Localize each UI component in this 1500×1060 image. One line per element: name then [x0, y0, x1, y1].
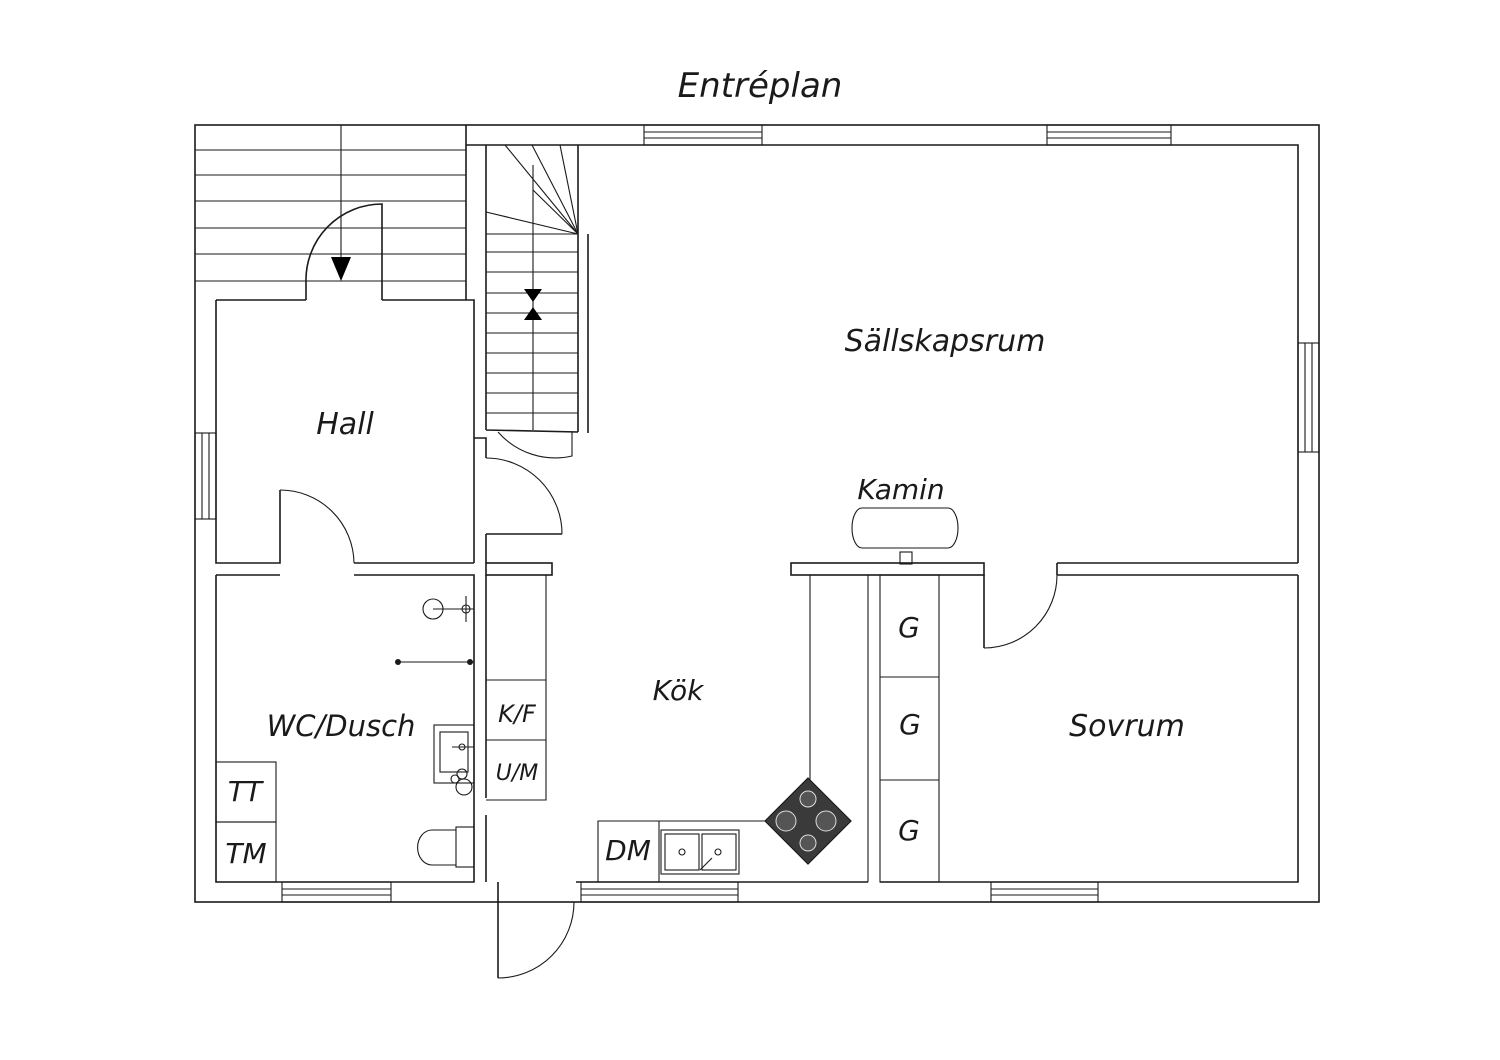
room-label-hall: Hall — [316, 407, 374, 442]
room-label-wc-dusch: WC/Dusch — [267, 709, 416, 743]
windows — [194, 124, 1320, 903]
shower-fixtures — [395, 596, 474, 665]
fixture-label-dm: DM — [605, 834, 651, 867]
laundry-units — [215, 761, 277, 883]
arrow-down-icon — [524, 307, 542, 320]
kamin-fireplace — [790, 507, 985, 576]
room-label-sovrum: Sovrum — [1069, 709, 1185, 744]
wardrobes — [879, 574, 940, 883]
room-label-sallskapsrum: Sällskapsrum — [845, 324, 1046, 359]
room-label-kamin: Kamin — [857, 473, 944, 506]
room-label-kok: Kök — [653, 674, 705, 707]
stove — [764, 777, 852, 865]
fixture-label-tt: TT — [228, 775, 264, 808]
entry-steps — [195, 125, 466, 282]
kitchen-sink — [660, 829, 740, 875]
entrance-door[interactable] — [497, 900, 575, 979]
wardrobe-label-1: G — [898, 611, 920, 644]
interior-stairs — [485, 144, 589, 459]
wash-basin — [433, 724, 475, 796]
exterior-walls — [194, 124, 1320, 903]
arrow-down-icon — [331, 257, 351, 281]
hall-door[interactable] — [474, 437, 563, 563]
wardrobe-label-2: G — [899, 708, 921, 741]
fixture-label-um: U/M — [496, 761, 539, 786]
hall-walls — [215, 203, 475, 564]
toilet — [417, 826, 475, 868]
sovrum-walls — [983, 562, 1298, 649]
kitchen-counters — [485, 562, 869, 882]
fixture-label-tm: TM — [225, 837, 266, 870]
fixture-label-kf: K/F — [498, 700, 537, 728]
plan-title: Entréplan — [678, 66, 843, 106]
wardrobe-label-3: G — [898, 814, 920, 847]
arrow-up-icon — [524, 289, 542, 302]
